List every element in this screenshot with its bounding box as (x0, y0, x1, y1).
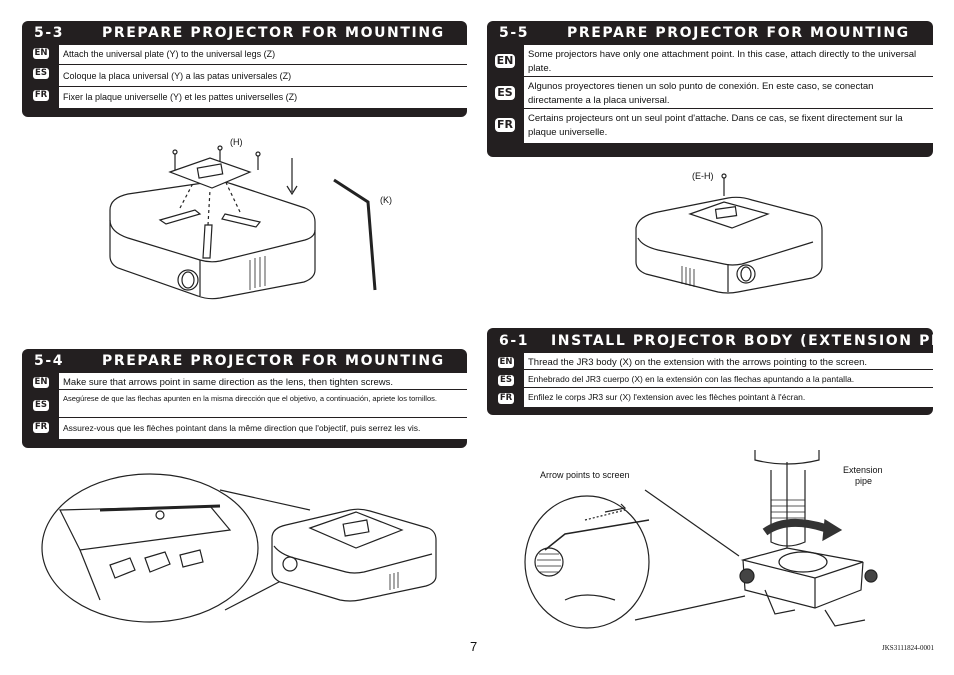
lang-badge-fr: FR (33, 422, 49, 433)
callout-h: (H) (230, 137, 243, 147)
lang-badge-es: ES (33, 400, 49, 411)
instruction-row-fr: Enfilez le corps JR3 sur (X) l'extension… (528, 392, 806, 402)
instruction-row-en: Make sure that arrows point in same dire… (59, 373, 467, 390)
illustration-single-point (635, 173, 823, 294)
lang-badge-fr: FR (33, 90, 49, 101)
section-title: PREPARE PROJECTOR FOR MOUNTING (567, 25, 910, 41)
callout-eh: (E-H) (692, 171, 714, 181)
lang-badge-fr: FR (498, 393, 514, 404)
instruction-row-es: Coloque la placa universal (Y) a las pat… (59, 65, 467, 87)
lang-badge-en: EN (495, 54, 515, 68)
instruction-row-fr: Assurez-vous que les flèches pointant da… (63, 423, 421, 433)
section-title: PREPARE PROJECTOR FOR MOUNTING (102, 25, 445, 41)
instruction-row-es: Algunos proyectores tienen un solo punto… (524, 77, 933, 109)
illustration-arrow-direction (41, 473, 437, 623)
section-title: INSTALL PROJECTOR BODY (EXTENSION PIPE) (551, 333, 954, 349)
page-number: 7 (470, 639, 478, 654)
instruction-row-fr: Certains projecteurs ont un seul point d… (528, 113, 903, 138)
section-5-3-panel: 5-3 PREPARE PROJECTOR FOR MOUNTING Attac… (22, 21, 467, 117)
illustration-extension-pipe (524, 450, 878, 629)
section-header: 5-3 PREPARE PROJECTOR FOR MOUNTING (22, 21, 467, 45)
instruction-row-es: Enhebrado del JR3 cuerpo (X) en la exten… (524, 370, 933, 388)
callout-extension-pipe-line1: Extension (843, 465, 883, 475)
instruction-rows: Attach the universal plate (Y) to the un… (59, 45, 467, 108)
lang-badge-en: EN (498, 357, 514, 368)
section-number: 6-1 (499, 333, 530, 349)
lang-badge-fr: FR (495, 118, 515, 132)
section-header: 6-1 INSTALL PROJECTOR BODY (EXTENSION PI… (487, 328, 954, 352)
section-number: 5-4 (34, 353, 65, 369)
lang-badge-es: ES (495, 86, 515, 100)
callout-extension-pipe-line2: pipe (855, 476, 873, 486)
document-code: JKS3111824-0001 (882, 644, 934, 652)
section-header: 5-5 PREPARE PROJECTOR FOR MOUNTING (487, 21, 933, 45)
instruction-row-en: Attach the universal plate (Y) to the un… (59, 45, 467, 65)
callout-k: (K) (380, 195, 392, 205)
instruction-row-es: Asegúrese de que las flechas apunten en … (59, 390, 467, 418)
section-5-4-panel: 5-4 PREPARE PROJECTOR FOR MOUNTING Make … (22, 349, 467, 448)
section-number: 5-5 (499, 25, 530, 41)
lang-badge-es: ES (498, 375, 514, 386)
instruction-row-fr: Fixer la plaque universelle (Y) et les p… (63, 92, 298, 102)
illustration-plate-to-legs (109, 145, 377, 300)
section-5-5-panel: 5-5 PREPARE PROJECTOR FOR MOUNTING Some … (487, 21, 933, 157)
callout-arrow-points: Arrow points to screen (540, 470, 630, 480)
lang-badge-en: EN (33, 377, 49, 388)
instruction-rows: Make sure that arrows point in same dire… (59, 373, 467, 439)
section-6-1-panel: 6-1 INSTALL PROJECTOR BODY (EXTENSION PI… (487, 328, 954, 415)
section-header: 5-4 PREPARE PROJECTOR FOR MOUNTING (22, 349, 467, 373)
lang-badge-en: EN (33, 48, 49, 59)
instruction-row-en: Thread the JR3 body (X) on the extension… (524, 353, 933, 370)
section-number: 5-3 (34, 25, 65, 41)
section-title: PREPARE PROJECTOR FOR MOUNTING (102, 353, 445, 369)
lang-badge-es: ES (33, 68, 49, 79)
instruction-rows: Thread the JR3 body (X) on the extension… (524, 353, 933, 407)
instruction-rows: Some projectors have only one attachment… (524, 45, 933, 143)
instruction-row-en: Some projectors have only one attachment… (524, 45, 933, 77)
